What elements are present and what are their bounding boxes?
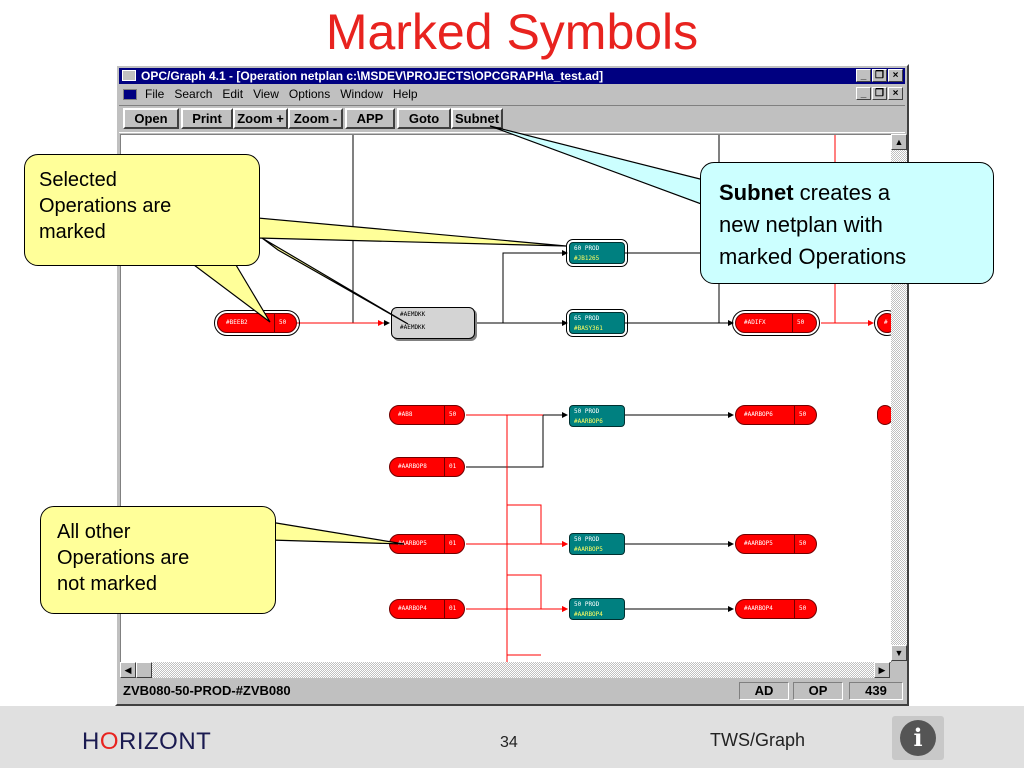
system-menu-icon[interactable] — [122, 70, 136, 81]
subnet-button[interactable]: Subnet — [451, 108, 503, 129]
slide-title: Marked Symbols — [325, 4, 699, 60]
print-button[interactable]: Print — [181, 108, 233, 129]
operation-marked-edge[interactable]: # — [874, 310, 891, 336]
scroll-down-arrow-icon[interactable]: ▼ — [891, 645, 907, 661]
slide-footer: HORIZONT 34 TWS/Graph i — [0, 706, 1024, 768]
doc-minimize-button[interactable]: _ — [856, 87, 871, 100]
operation-row3-edge[interactable] — [877, 405, 891, 425]
zoom-out-button[interactable]: Zoom - — [288, 108, 343, 129]
status-panel-count: 439 — [849, 682, 903, 700]
menu-file[interactable]: File — [145, 87, 165, 101]
info-button[interactable]: i — [892, 716, 944, 760]
callout-selected-operations: Selected Operations are marked — [24, 154, 260, 266]
operation-group-marked[interactable]: #AEMDKK #AEMDKK — [391, 307, 475, 339]
callout-subnet-description: Subnet creates a new netplan with marked… — [700, 162, 994, 284]
operation-aarbop6[interactable]: 50 PROD#AARBOP6 — [569, 405, 625, 427]
status-bar: ZVB080-50-PROD-#ZVB080 AD OP 439 — [119, 680, 905, 702]
minimize-button[interactable]: _ — [856, 69, 871, 82]
scroll-corner — [891, 662, 907, 678]
doc-restore-button[interactable]: ❐ — [872, 87, 887, 100]
menu-bar: File Search Edit View Options Window Hel… — [119, 85, 905, 103]
goto-button[interactable]: Goto — [397, 108, 451, 129]
operation-aarbop5[interactable]: 50 PROD#AARBOP5 — [569, 533, 625, 555]
menu-edit[interactable]: Edit — [222, 87, 244, 101]
scroll-left-arrow-icon[interactable]: ◀ — [120, 662, 136, 678]
page-number: 34 — [500, 734, 518, 751]
zoom-in-button[interactable]: Zoom + — [233, 108, 288, 129]
horizontal-scroll-thumb[interactable] — [136, 662, 152, 678]
menu-window[interactable]: Window — [340, 87, 383, 101]
operation-aarbop4[interactable]: 50 PROD#AARBOP4 — [569, 598, 625, 620]
window-titlebar[interactable]: OPC/Graph 4.1 - [Operation netplan c:\MS… — [119, 68, 905, 84]
product-name: TWS/Graph — [710, 730, 806, 750]
operation-marked-basy361[interactable]: 65 PROD#BASY361 — [566, 309, 628, 337]
menu-search[interactable]: Search — [174, 87, 213, 101]
horizontal-scrollbar[interactable]: ◀ ▶ — [120, 662, 890, 678]
app-button[interactable]: APP — [345, 108, 395, 129]
document-menu-icon[interactable] — [123, 89, 137, 100]
status-text: ZVB080-50-PROD-#ZVB080 — [123, 683, 291, 698]
info-icon: i — [900, 720, 936, 756]
scroll-up-arrow-icon[interactable]: ▲ — [891, 134, 907, 150]
window-title: OPC/Graph 4.1 - [Operation netplan c:\MS… — [141, 69, 604, 83]
menu-view[interactable]: View — [253, 87, 279, 101]
doc-close-button[interactable]: × — [888, 87, 903, 100]
open-button[interactable]: Open — [123, 108, 179, 129]
operation-marked-jb1265[interactable]: 60 PROD#JB1265 — [566, 239, 628, 267]
close-button[interactable]: × — [888, 69, 903, 82]
scroll-right-arrow-icon[interactable]: ▶ — [874, 662, 890, 678]
restore-button[interactable]: ❐ — [872, 69, 887, 82]
horizont-logo: HORIZONT — [82, 728, 212, 755]
toolbar: Open Print Zoom + Zoom - APP Goto Subnet — [119, 105, 905, 133]
status-panel-ad: AD — [739, 682, 789, 700]
menu-help[interactable]: Help — [392, 87, 418, 101]
menu-options[interactable]: Options — [288, 87, 331, 101]
callout-other-operations: All other Operations are not marked — [40, 506, 276, 614]
status-panel-op: OP — [793, 682, 843, 700]
